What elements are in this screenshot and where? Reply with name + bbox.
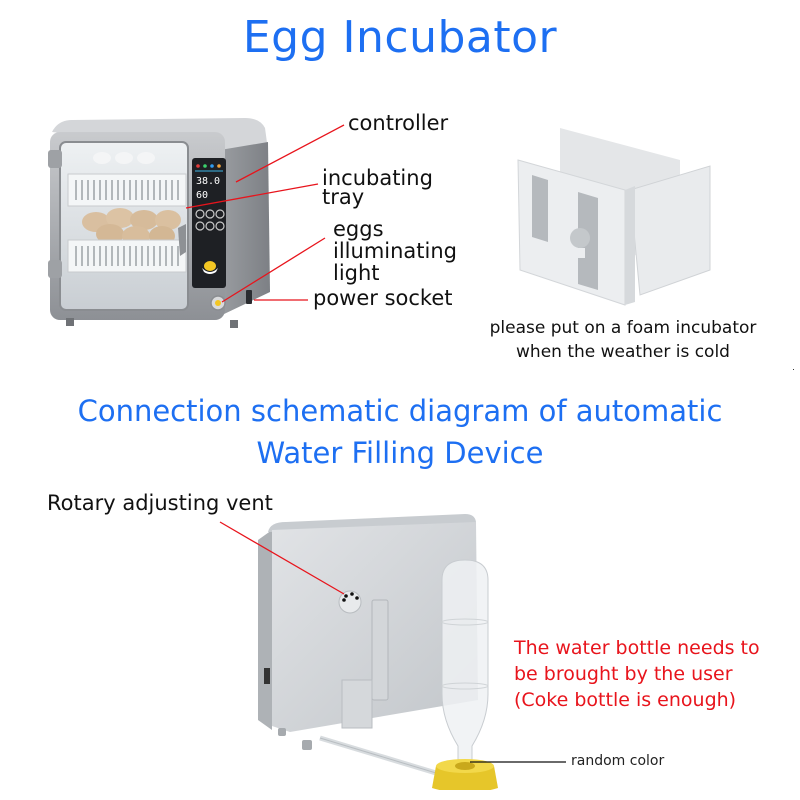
section-title-line2: Water Filling Device (256, 436, 544, 470)
power-socket-label: power socket (313, 286, 453, 310)
base-color-label: random color (571, 753, 665, 769)
water-bottle-note: The water bottle needs to be brought by … (514, 637, 760, 711)
controller-label: controller (348, 111, 449, 135)
stray-dot (793, 369, 794, 370)
page-title: Egg Incubator (242, 12, 558, 63)
eggs-illuminating-light-label: eggs illuminating light (333, 217, 457, 285)
incubating-tray-label: incubating tray (322, 166, 433, 209)
foam-note: please put on a foam incubator when the … (489, 318, 757, 362)
foam-incubator-illustration (517, 128, 711, 306)
incubator-illustration: 38.0 60 (48, 118, 270, 328)
humidity-readout: 60 (196, 190, 208, 201)
rotary-vent-label: Rotary adjusting vent (47, 491, 273, 515)
section-title-line1: Connection schematic diagram of automati… (77, 394, 723, 428)
incubator-back-illustration (258, 514, 498, 790)
temperature-readout: 38.0 (196, 176, 220, 187)
